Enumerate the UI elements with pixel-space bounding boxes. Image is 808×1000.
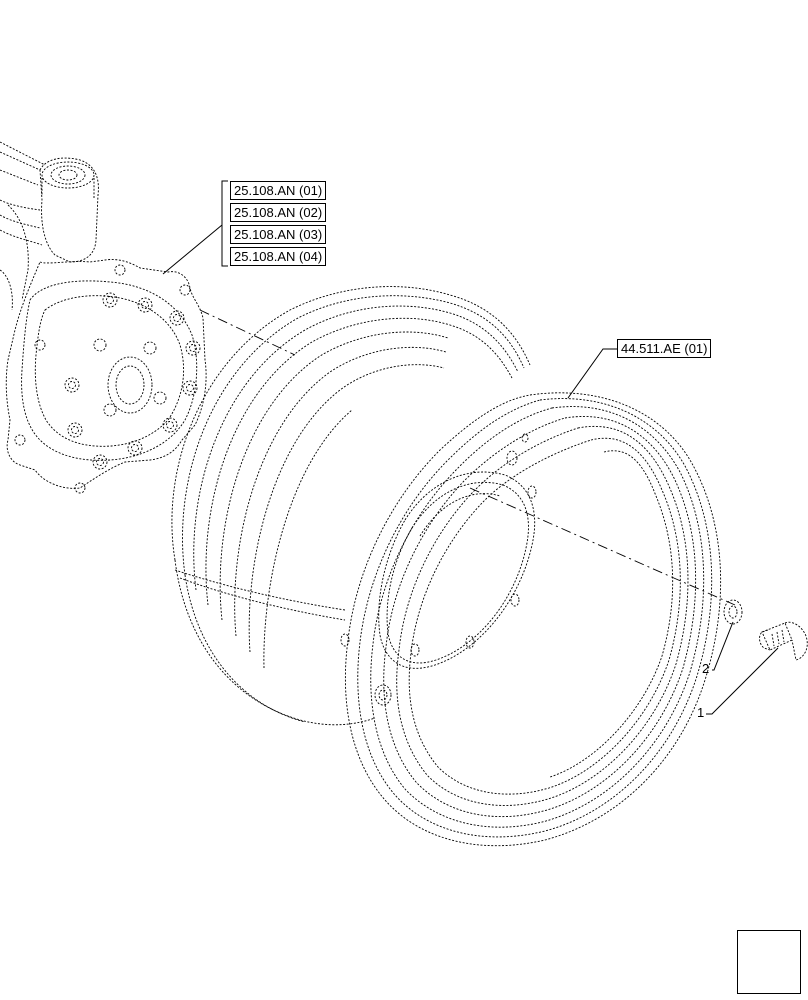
back-navigation-button[interactable] — [737, 930, 801, 994]
axle-ref-label-3[interactable]: 25.108.AN (03) — [230, 225, 327, 244]
axle-hub-assembly — [0, 141, 207, 494]
leader-lines — [162, 180, 779, 715]
washer — [723, 599, 743, 625]
callout-bolt: 1 — [697, 705, 705, 720]
callout-washer: 2 — [702, 661, 710, 676]
wheel-rim — [171, 286, 722, 847]
bolt — [759, 621, 808, 661]
axle-ref-label-1[interactable]: 25.108.AN (01) — [230, 181, 327, 200]
wheel-ref-label[interactable]: 44.511.AE (01) — [617, 339, 712, 358]
axle-ref-label-2[interactable]: 25.108.AN (02) — [230, 203, 327, 222]
axle-ref-label-4[interactable]: 25.108.AN (04) — [230, 247, 327, 266]
axis-centerline — [199, 309, 736, 606]
